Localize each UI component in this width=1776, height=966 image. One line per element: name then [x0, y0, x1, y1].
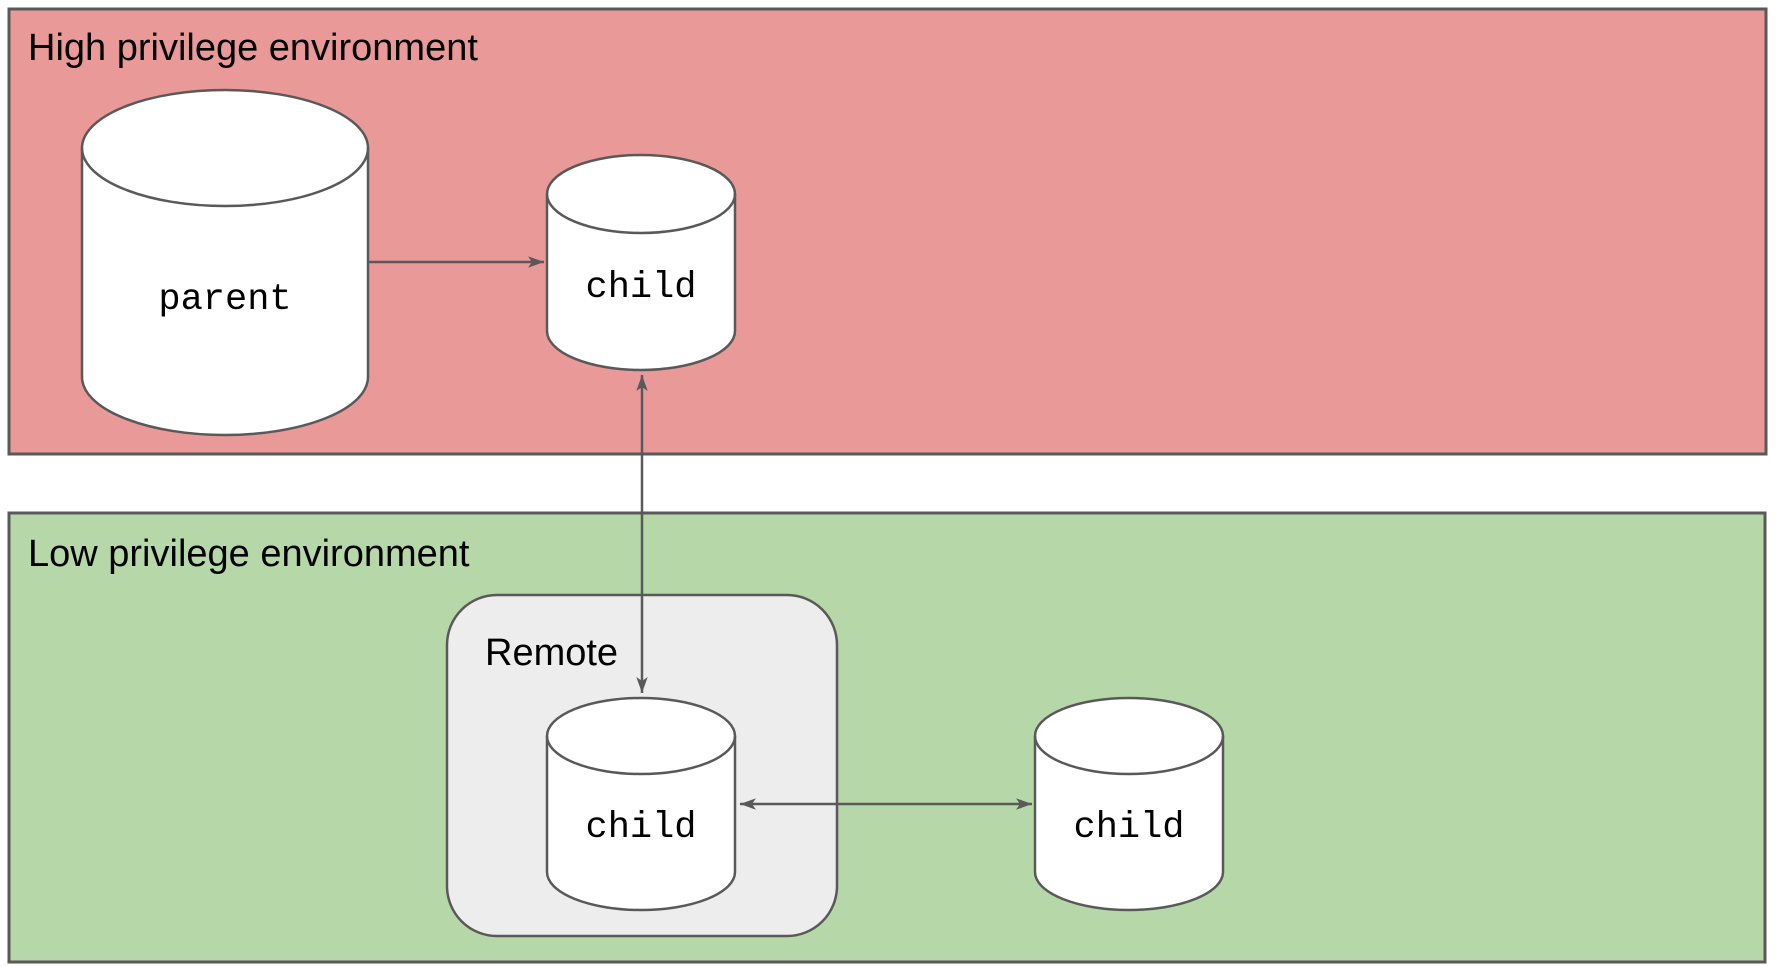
child-high-database-node: child — [545, 153, 737, 372]
remote-group-title: Remote — [485, 632, 618, 674]
child-remote-cylinder-rim — [545, 735, 737, 776]
child-remote-database-node: child — [545, 696, 737, 912]
child-low-cylinder — [1033, 696, 1225, 912]
low-privilege-environment-title: Low privilege environment — [28, 533, 470, 575]
connectors — [369, 256, 1032, 810]
parent-cylinder — [80, 88, 370, 437]
child-high-cylinder — [545, 153, 737, 372]
child-low-label: child — [1073, 807, 1184, 849]
child-low-database-node: child — [1033, 696, 1225, 912]
child-remote-label: child — [585, 807, 696, 849]
remote-group: Remote child — [445, 593, 839, 938]
low-privilege-environment: Low privilege environment Remote child c… — [7, 511, 1767, 964]
parent-cylinder-rim — [80, 147, 370, 208]
parent-database-node: parent — [80, 88, 370, 437]
child-remote-cylinder — [545, 696, 737, 912]
high-privilege-environment: High privilege environment parent child — [7, 7, 1768, 456]
child-high-label: child — [585, 267, 696, 309]
child-high-cylinder-rim — [545, 193, 737, 235]
child-low-cylinder-rim — [1033, 735, 1225, 776]
high-privilege-environment-title: High privilege environment — [28, 27, 478, 69]
parent-label: parent — [158, 279, 291, 321]
low-privilege-environment-box — [7, 511, 1767, 964]
